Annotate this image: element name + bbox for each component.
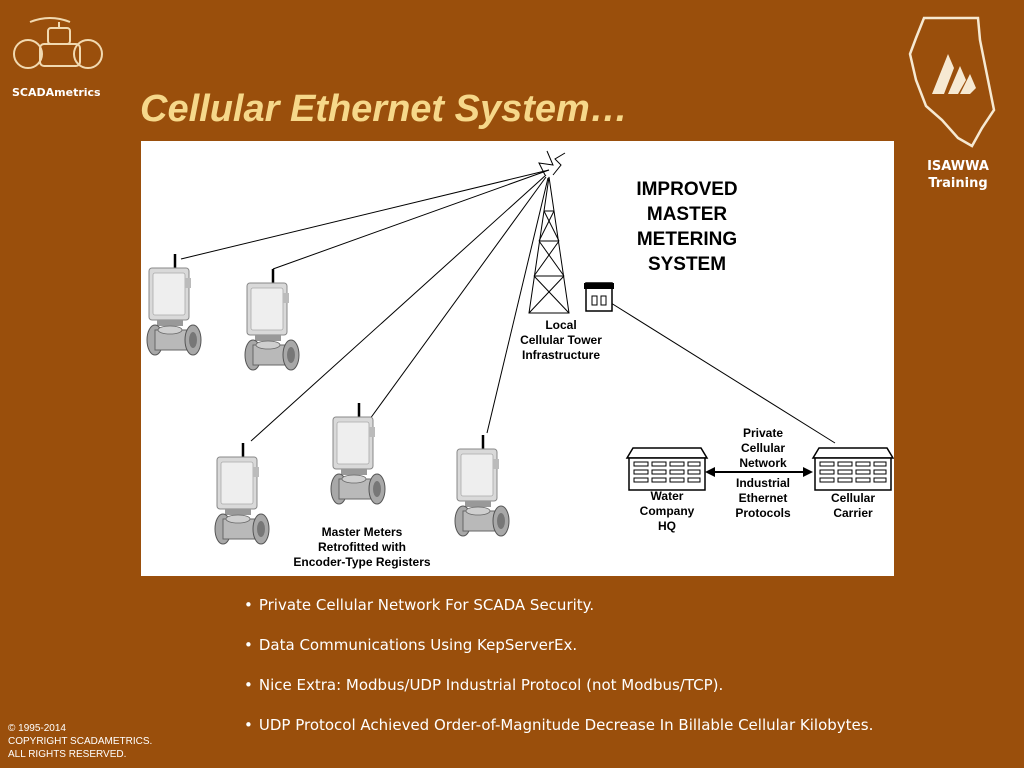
private-network-label: Private Cellular Network [739,426,787,470]
network-arrow-icon [705,467,813,477]
system-diagram: IMPROVED MASTER METERING SYSTEM Local Ce… [141,141,894,576]
bullet-item: •Data Communications Using KepServerEx. [244,636,578,654]
isawwa-training-label: ISAWWA Training [927,159,989,191]
water-company-building-icon [626,447,708,491]
copyright-notice: © 1995-2014 COPYRIGHT SCADAMETRICS. ALL … [8,723,153,760]
water-meter-icon [453,433,511,538]
meters-label: Master Meters Retrofitted with Encoder-T… [293,525,431,569]
cell-tower-icon [528,150,570,314]
radio-links [180,169,836,444]
scadametrics-logo-label: SCADAmetrics [12,86,101,99]
page-title: Cellular Ethernet System… [140,88,628,130]
tower-building-icon [584,282,614,312]
illinois-aa-logo-icon [908,16,996,148]
cellular-carrier-building-icon [812,447,894,491]
bullet-item: •UDP Protocol Achieved Order-of-Magnitud… [244,716,874,734]
diagram-heading: IMPROVED MASTER METERING SYSTEM [636,179,738,275]
tower-label: Local Cellular Tower Infrastructure [520,318,602,362]
water-meter-icon [329,401,387,506]
water-company-label: Water Company HQ [639,489,695,533]
protocols-label: Industrial Ethernet Protocols [735,476,791,520]
flow-meter-logo-icon [13,17,103,69]
bullet-item: •Private Cellular Network For SCADA Secu… [244,596,595,614]
bullet-list: •Private Cellular Network For SCADA Secu… [244,590,873,750]
carrier-label: Cellular Carrier [830,491,875,520]
water-meter-icon [213,441,271,546]
water-meter-icon [243,267,301,372]
water-meter-icon [145,252,203,357]
bullet-item: •Nice Extra: Modbus/UDP Industrial Proto… [244,676,724,694]
